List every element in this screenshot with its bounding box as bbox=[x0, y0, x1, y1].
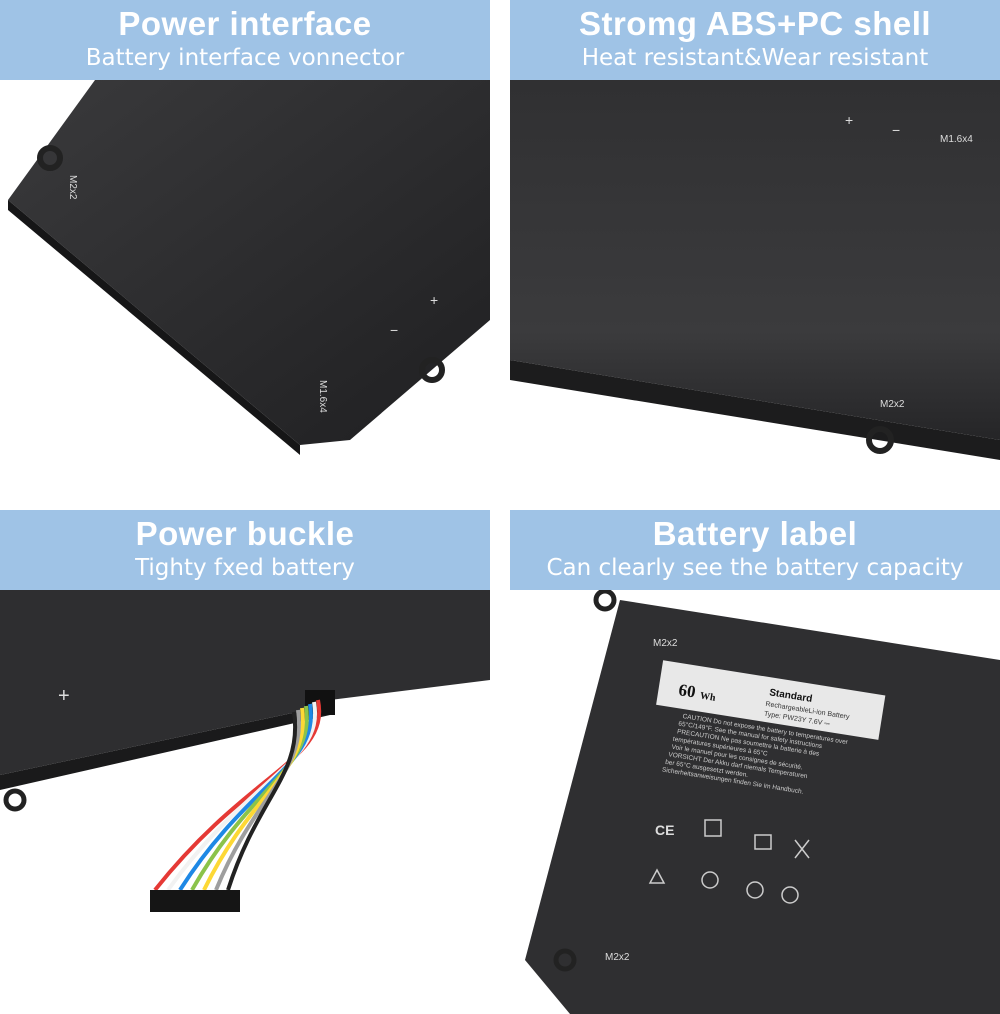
marking-minus: − bbox=[390, 322, 398, 338]
panel-power-buckle: Power buckle Tighty fxed battery + bbox=[0, 510, 490, 1014]
panel-title: Battery label bbox=[652, 515, 858, 552]
panel-header: Power buckle Tighty fxed battery bbox=[0, 510, 490, 590]
battery-image: M2x2 M1.6x4 + − bbox=[8, 80, 490, 455]
ribbon-cable bbox=[153, 699, 322, 892]
marking-m2x2: M2x2 bbox=[653, 638, 678, 649]
screw-tab bbox=[553, 948, 577, 972]
screw-tab bbox=[593, 590, 617, 612]
svg-text:CE: CE bbox=[655, 822, 674, 838]
battery-body bbox=[510, 80, 1000, 440]
panel-title: Power interface bbox=[118, 5, 372, 42]
marking-m2x2: M2x2 bbox=[67, 175, 78, 200]
marking-minus: − bbox=[892, 122, 900, 138]
panel-title: Power buckle bbox=[135, 515, 355, 552]
warning-icon bbox=[648, 868, 666, 884]
marking-plus: + bbox=[845, 112, 853, 128]
marking-plus: + bbox=[430, 292, 438, 308]
marking-m2x2: M2x2 bbox=[605, 952, 630, 963]
battery-body bbox=[0, 590, 490, 775]
recycle-icon bbox=[704, 819, 722, 837]
no-fire-icon bbox=[701, 871, 719, 889]
panel-power-interface: Power interface Battery interface vonnec… bbox=[0, 0, 490, 504]
marking-m1-6x4: M1.6x4 bbox=[317, 380, 328, 413]
screw-tab bbox=[37, 145, 63, 171]
capacity-value: 60 bbox=[677, 680, 697, 701]
connector-plug bbox=[150, 890, 240, 912]
panel-subtitle: Can clearly see the battery capacity bbox=[546, 555, 964, 581]
certification-icons: CE bbox=[648, 819, 810, 904]
panel-subtitle: Heat resistant&Wear resistant bbox=[581, 45, 929, 71]
rohs-icon bbox=[746, 881, 764, 899]
battery-body bbox=[8, 80, 490, 445]
panel-title: Stromg ABS+PC shell bbox=[578, 5, 932, 42]
marking-m1-6x4: M1.6x4 bbox=[940, 134, 973, 145]
panel-header: Stromg ABS+PC shell Heat resistant&Wear … bbox=[510, 0, 1000, 80]
battery-sticker: 60 Wh Standard RechargeableLi-ion Batter… bbox=[656, 660, 886, 796]
screw-tab bbox=[866, 426, 894, 454]
panel-header: Battery label Can clearly see the batter… bbox=[510, 510, 1000, 590]
battery-image: + − M1.6x4 M2x2 bbox=[510, 80, 1000, 460]
cn-mark-icon bbox=[754, 834, 772, 850]
marking-m2x2: M2x2 bbox=[880, 399, 905, 410]
capacity-unit: Wh bbox=[699, 691, 717, 704]
screw-tab bbox=[3, 788, 27, 812]
marking-plus: + bbox=[58, 685, 70, 707]
battery-body bbox=[525, 600, 1000, 1014]
panel-header: Power interface Battery interface vonnec… bbox=[0, 0, 490, 80]
panel-subtitle: Tighty fxed battery bbox=[135, 555, 355, 581]
panel-abs-shell: Stromg ABS+PC shell Heat resistant&Wear … bbox=[510, 0, 1000, 504]
screw-tab bbox=[419, 357, 445, 383]
recycle-5-icon bbox=[781, 886, 799, 904]
no-trash-icon bbox=[794, 839, 810, 859]
panel-subtitle: Battery interface vonnector bbox=[85, 45, 405, 71]
panel-battery-label: Battery label Can clearly see the batter… bbox=[510, 510, 1000, 1014]
battery-image: M2x2 M2x2 60 Wh Standard RechargeableLi-… bbox=[525, 590, 1000, 1014]
battery-image: + bbox=[0, 590, 490, 912]
